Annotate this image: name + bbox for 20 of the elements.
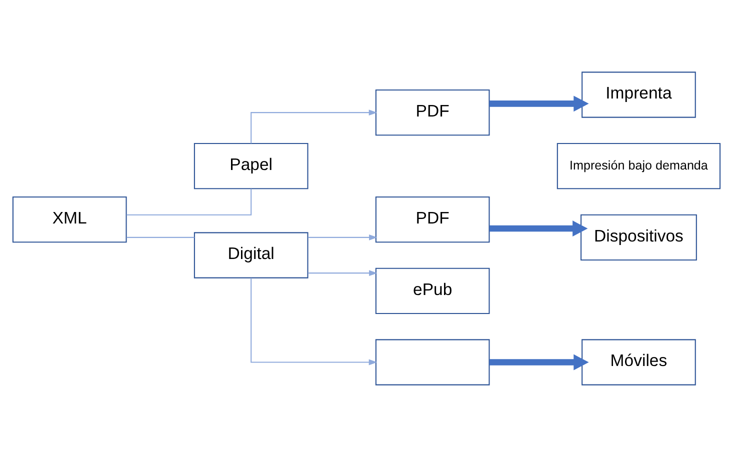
connector (126, 188, 252, 215)
arrow (250, 109, 378, 143)
arrow (308, 270, 378, 276)
arrow (489, 95, 589, 112)
node-box (375, 338, 490, 385)
node-box: Imprenta (582, 71, 696, 118)
node-box: Dispositivos (580, 214, 697, 260)
node-box: ePub (375, 267, 490, 314)
node-box: PDF (375, 196, 490, 242)
node-box: Digital (194, 232, 308, 278)
arrow (489, 354, 589, 370)
arrow (308, 234, 378, 240)
node-box: Papel (194, 142, 308, 189)
node-box: Móviles (582, 338, 696, 385)
node-box: XML (12, 196, 127, 242)
connector (126, 236, 194, 238)
arrow (489, 220, 588, 236)
node-box: Impresión bajo demanda (556, 142, 721, 189)
arrow (250, 277, 378, 365)
node-box: PDF (375, 89, 490, 136)
